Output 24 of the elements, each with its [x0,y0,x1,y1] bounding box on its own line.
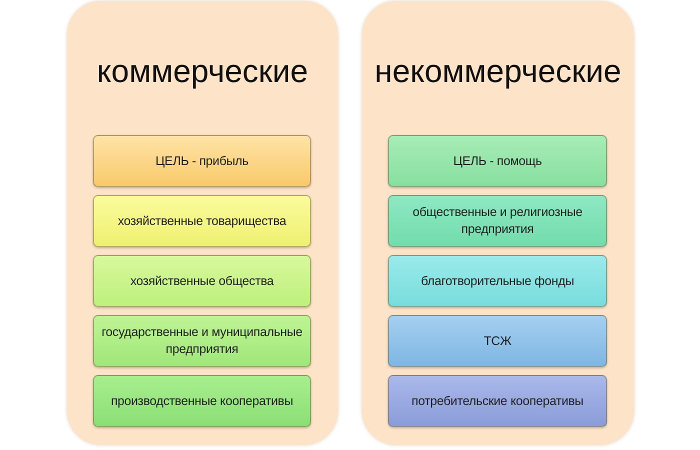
category-box [388,255,607,307]
category-box [93,195,311,247]
box-label: общественные и религиозные предприятия [412,204,584,238]
category-box [93,135,311,187]
box-label: производственные кооперативы [110,392,294,410]
category-box [388,375,607,427]
category-box [388,135,607,187]
box-label: ЦЕЛЬ - помощь [453,152,542,170]
box-label: хозяйственные общества [130,272,274,290]
category-box [388,315,607,367]
category-box [388,195,607,247]
category-panel [67,1,338,445]
category-box [93,315,311,367]
box-label: государственные и муниципальные предприятия [100,324,304,358]
box-label: хозяйственные товарищества [118,212,286,230]
box-label: ЦЕЛЬ - прибыль [156,152,248,170]
panel-heading: коммерческие [96,55,310,87]
category-box [93,255,311,307]
box-label: потребительские кооперативы [412,392,584,410]
box-label: ТСЖ [484,332,512,350]
panel-heading: некоммерческие [374,55,622,87]
category-panel [362,1,634,445]
box-label: благотворительные фонды [421,272,574,290]
category-box [93,375,311,427]
